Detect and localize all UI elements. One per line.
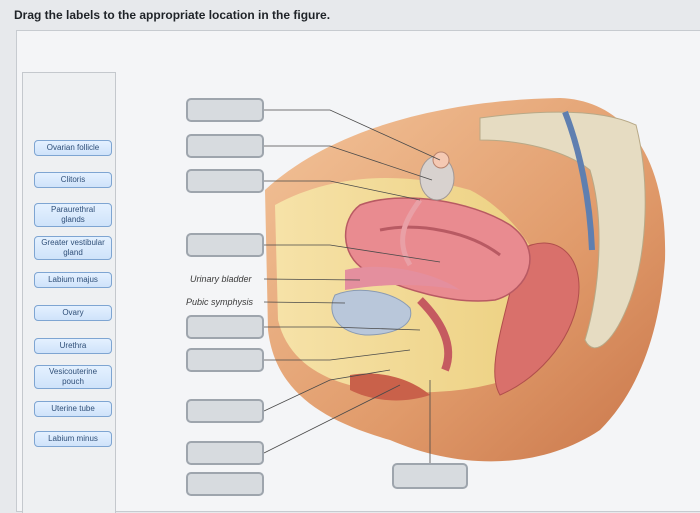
- label-chip-clitoris[interactable]: Clitoris: [34, 172, 112, 188]
- label-chip-greater-vestibular-gland[interactable]: Greater vestibular gland: [34, 236, 112, 260]
- label-chip-vesicouterine-pouch[interactable]: Vesicouterine pouch: [34, 365, 112, 389]
- follicle-shape: [432, 151, 450, 169]
- label-chip-paraurethral-glands[interactable]: Paraurethral glands: [34, 203, 112, 227]
- drop-target-8[interactable]: [186, 441, 264, 465]
- label-chip-urethra[interactable]: Urethra: [34, 338, 112, 354]
- drop-target-7[interactable]: [186, 399, 264, 423]
- vaginal-canal: [417, 297, 453, 372]
- label-urinary-bladder: Urinary bladder: [190, 274, 252, 284]
- drop-target-4[interactable]: [186, 233, 264, 257]
- drop-target-5[interactable]: [186, 315, 264, 339]
- drop-target-6[interactable]: [186, 348, 264, 372]
- instruction-text: Drag the labels to the appropriate locat…: [14, 8, 331, 22]
- drop-target-9[interactable]: [186, 472, 264, 496]
- bladder: [331, 289, 412, 336]
- leader-lines: [263, 109, 441, 463]
- drop-target-1[interactable]: [186, 98, 264, 122]
- uterine-tube-shape: [400, 198, 423, 267]
- drop-target-10[interactable]: [392, 463, 468, 489]
- drop-target-2[interactable]: [186, 134, 264, 158]
- uterine-cavity: [379, 225, 501, 257]
- drop-target-3[interactable]: [186, 169, 264, 193]
- label-chip-ovary[interactable]: Ovary: [34, 305, 112, 321]
- label-chip-labium-minus[interactable]: Labium minus: [34, 431, 112, 447]
- labia-region: [350, 373, 430, 401]
- pubic-band: [345, 266, 460, 290]
- label-chip-uterine-tube[interactable]: Uterine tube: [34, 401, 112, 417]
- label-pubic-symphysis: Pubic symphysis: [186, 297, 254, 307]
- label-chip-labium-majus[interactable]: Labium majus: [34, 272, 112, 288]
- spinal-canal: [562, 110, 595, 251]
- label-chip-ovarian-follicle[interactable]: Ovarian follicle: [34, 140, 112, 156]
